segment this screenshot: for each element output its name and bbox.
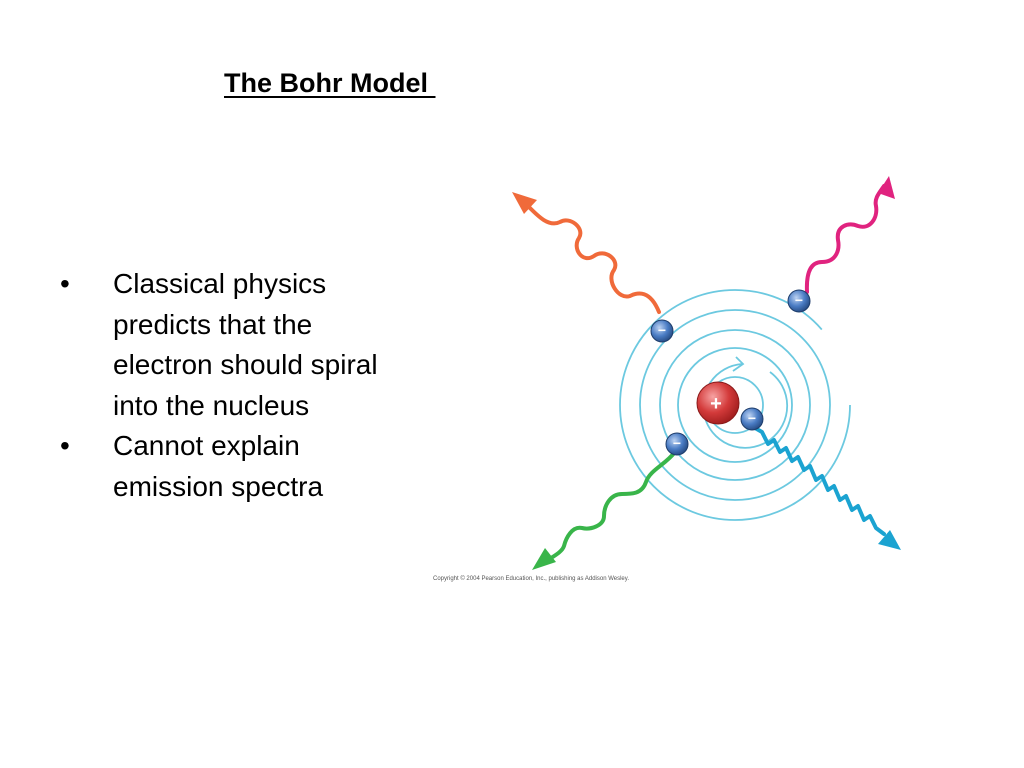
wave-blue	[753, 426, 901, 550]
bullet-marker: •	[60, 268, 70, 299]
bullet-item: • Classical physics predicts that the el…	[60, 264, 400, 426]
bullet-item: • Cannot explain emission spectra	[60, 426, 400, 507]
bullet-text: Classical physics predicts that the elec…	[113, 268, 378, 421]
electron-charge-label: −	[795, 292, 803, 308]
bohr-model-diagram: + − − − −	[512, 176, 901, 570]
orbit-ring	[659, 329, 811, 481]
spiral-arrow-icon	[732, 356, 745, 372]
electron: −	[740, 407, 764, 431]
orbit-ring	[677, 347, 793, 463]
electron-charge-label: −	[673, 435, 681, 451]
wave-green	[532, 450, 677, 570]
electron-charge-label: −	[658, 322, 666, 338]
orbit-ring	[619, 289, 851, 521]
bullet-text: Cannot explain emission spectra	[113, 430, 324, 502]
orbit-ring	[702, 363, 789, 449]
wave-orange	[512, 192, 661, 314]
nucleus: +	[696, 381, 740, 425]
orbit-rings	[619, 289, 851, 521]
wave-pink	[804, 176, 895, 294]
copyright-caption: Copyright © 2004 Pearson Education, Inc.…	[433, 576, 629, 582]
nucleus-charge-label: +	[710, 393, 722, 415]
electron: −	[650, 319, 674, 343]
slide-title: The Bohr Model	[224, 68, 436, 98]
orbit-ring	[639, 309, 831, 501]
electron: −	[787, 289, 811, 313]
bullet-list: • Classical physics predicts that the el…	[60, 264, 400, 507]
electron-charge-label: −	[748, 410, 756, 426]
electron: −	[665, 432, 689, 456]
bullet-marker: •	[60, 430, 70, 461]
